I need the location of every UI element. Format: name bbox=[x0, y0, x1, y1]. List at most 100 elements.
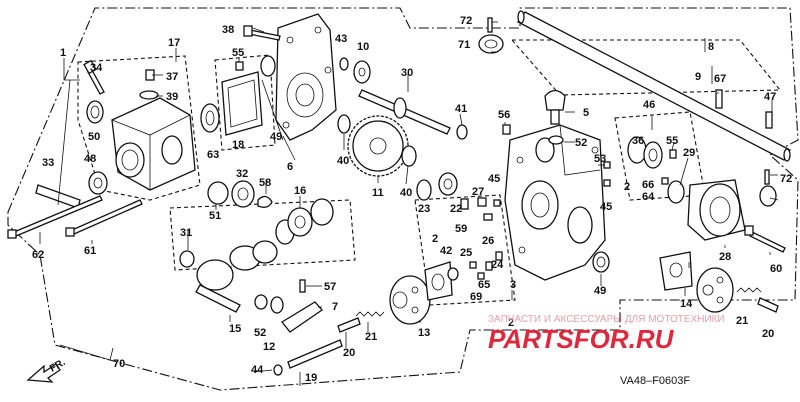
label-part-20-a: 20 bbox=[343, 347, 355, 359]
pin-72-right bbox=[764, 169, 770, 185]
part-26 bbox=[483, 213, 493, 221]
pin-25 bbox=[469, 261, 477, 269]
spring-21-right bbox=[736, 287, 762, 293]
watermark-tagline: ЗАПЧАСТИ И АКСЕССУАРЫ ДЛЯ МОТОТЕХНИКИ bbox=[488, 314, 725, 325]
label-part-40-a: 40 bbox=[337, 155, 349, 167]
label-part-39: 39 bbox=[166, 91, 178, 103]
bolt-62 bbox=[7, 195, 103, 239]
pin-67 bbox=[715, 89, 723, 109]
label-part-49-b: 49 bbox=[594, 285, 606, 297]
label-part-66: 66 bbox=[642, 179, 654, 191]
clip-58 bbox=[257, 195, 273, 208]
hub-15 bbox=[195, 259, 241, 313]
label-part-22: 22 bbox=[450, 203, 462, 215]
label-part-69: 69 bbox=[470, 291, 482, 303]
label-part-24: 24 bbox=[491, 259, 504, 271]
label-part-16: 16 bbox=[294, 185, 306, 197]
box-16 bbox=[169, 199, 356, 271]
housing-28 bbox=[687, 179, 746, 241]
plate-cam bbox=[424, 261, 453, 301]
label-part-60: 60 bbox=[770, 263, 782, 275]
label-part-31: 31 bbox=[180, 227, 192, 239]
washer-41 bbox=[456, 124, 468, 140]
pin-45-right bbox=[603, 179, 611, 187]
gear-23 bbox=[416, 179, 432, 201]
part-64 bbox=[661, 177, 669, 185]
part-45-left bbox=[493, 199, 501, 207]
pin-72-top bbox=[487, 17, 493, 33]
label-part-23: 23 bbox=[418, 203, 430, 215]
pin-57 bbox=[299, 279, 306, 293]
shaft-19 bbox=[287, 339, 343, 369]
label-part-47: 47 bbox=[764, 91, 776, 103]
shaft-30 bbox=[358, 89, 451, 135]
pin-55-right bbox=[669, 149, 677, 159]
label-part-72-a: 72 bbox=[460, 15, 472, 27]
label-part-40-b: 40 bbox=[400, 187, 412, 199]
label-part-52-a: 52 bbox=[254, 327, 266, 339]
cam-13 bbox=[389, 275, 431, 325]
washer-43 bbox=[339, 57, 349, 71]
part-labels: 1 2 2 2 3 5 6 7 8 9 10 11 12 13 14 15 16… bbox=[32, 15, 792, 384]
box-17 bbox=[77, 55, 201, 201]
direction-arrow: FR. bbox=[26, 357, 68, 383]
part-24 bbox=[495, 251, 503, 261]
leader-lines bbox=[39, 21, 779, 386]
label-part-17: 17 bbox=[168, 37, 180, 49]
label-part-70: 70 bbox=[113, 358, 125, 370]
diagram-code: VA48–F0603F bbox=[620, 375, 690, 387]
label-part-15: 15 bbox=[229, 323, 241, 335]
gasket-18 bbox=[221, 71, 263, 136]
spring-21-center bbox=[355, 311, 385, 317]
label-part-34: 34 bbox=[90, 62, 103, 74]
bearing-63 bbox=[200, 103, 220, 133]
ring-31 bbox=[179, 250, 195, 268]
label-part-46: 46 bbox=[643, 99, 655, 111]
washer-52-low bbox=[254, 294, 268, 310]
cam-14 bbox=[696, 267, 734, 313]
bearing-32 bbox=[231, 180, 255, 208]
ring-22-right bbox=[759, 185, 777, 207]
seal-49-right bbox=[592, 251, 610, 273]
gear-11 bbox=[347, 115, 409, 177]
bearing-16 bbox=[275, 198, 334, 245]
label-part-42: 42 bbox=[440, 245, 452, 257]
watermark: ЗАПЧАСТИ И АКСЕССУАРЫ ДЛЯ МОТОТЕХНИКИ PA… bbox=[488, 314, 725, 354]
label-part-67: 67 bbox=[714, 73, 726, 85]
label-part-45-a: 45 bbox=[488, 173, 500, 185]
bolt-38 bbox=[243, 25, 281, 41]
ring-large bbox=[229, 240, 278, 271]
label-part-55-b: 55 bbox=[666, 135, 678, 147]
main-housing-3 bbox=[504, 124, 606, 281]
bolt-61 bbox=[65, 199, 143, 237]
gear-22 bbox=[438, 172, 458, 196]
label-part-59: 59 bbox=[455, 223, 467, 235]
shaft-9 bbox=[517, 10, 791, 162]
label-part-32: 32 bbox=[236, 168, 248, 180]
label-part-21-a: 21 bbox=[365, 331, 377, 343]
label-part-56: 56 bbox=[498, 109, 510, 121]
washer-52-top bbox=[548, 135, 564, 145]
part-27 bbox=[477, 197, 487, 207]
label-part-49-a: 49 bbox=[270, 131, 282, 143]
label-part-19: 19 bbox=[305, 372, 317, 384]
bearing-set-46 bbox=[627, 136, 663, 169]
part-69 bbox=[477, 272, 485, 280]
label-part-30: 30 bbox=[401, 67, 413, 79]
label-part-45-b: 45 bbox=[600, 201, 612, 213]
cover-6 bbox=[275, 13, 337, 141]
pin-20-center bbox=[337, 317, 361, 333]
label-part-3: 3 bbox=[510, 279, 516, 291]
plate-14-a bbox=[659, 251, 693, 291]
label-part-61: 61 bbox=[84, 245, 96, 257]
gear-10 bbox=[353, 60, 371, 84]
seal-71 bbox=[478, 34, 504, 54]
gear-housing-17 bbox=[111, 69, 196, 191]
part-59 bbox=[460, 198, 469, 210]
washer-40-mid bbox=[401, 145, 417, 167]
label-part-26: 26 bbox=[482, 235, 494, 247]
bolt-34 bbox=[83, 59, 105, 95]
pin-20-right bbox=[757, 297, 779, 313]
label-part-41: 41 bbox=[455, 103, 467, 115]
